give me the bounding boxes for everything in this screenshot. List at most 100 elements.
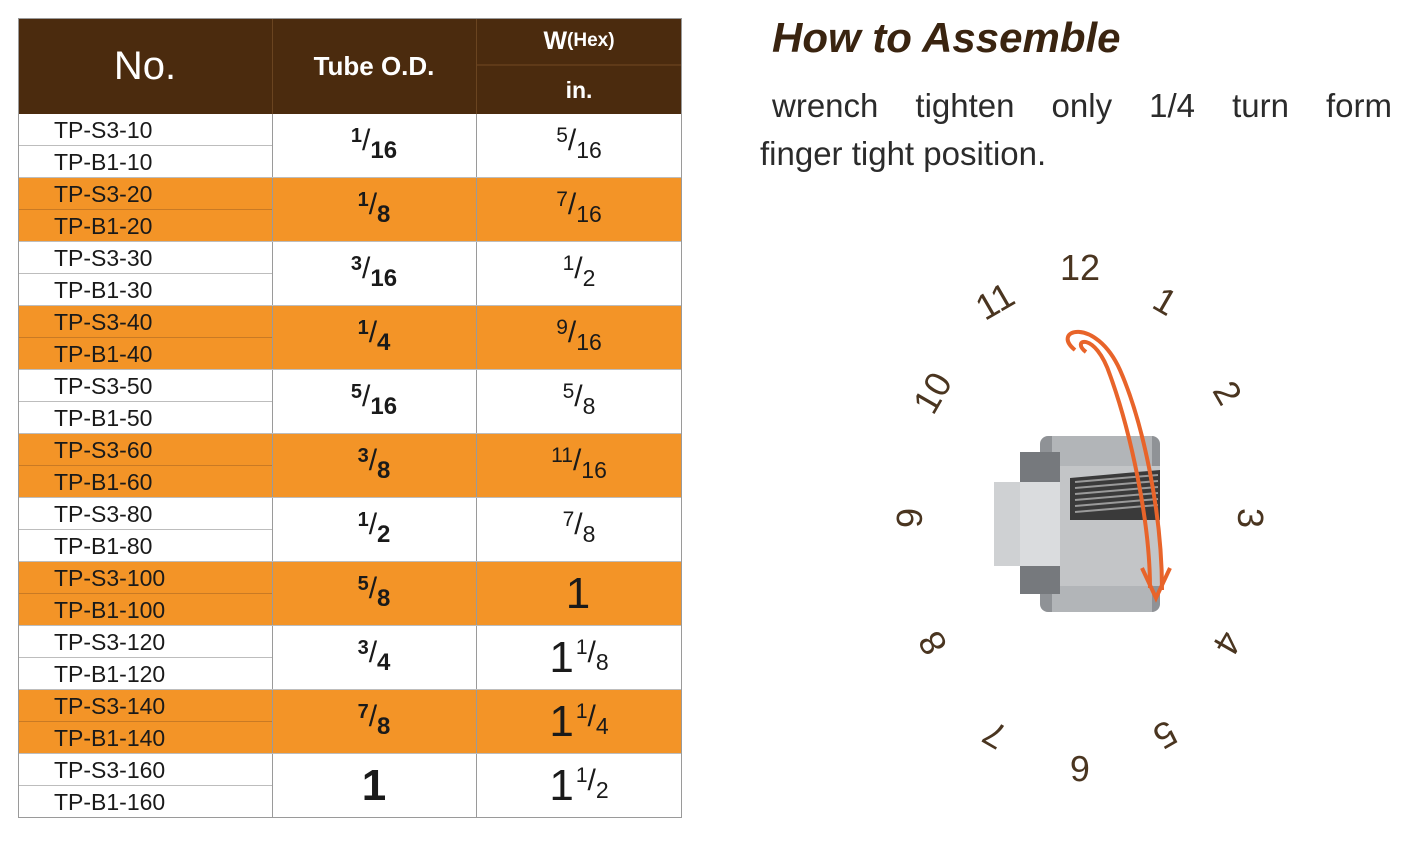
hex-width-value: 5/8 <box>562 380 596 422</box>
row-divider <box>18 593 272 594</box>
column-divider <box>476 114 477 178</box>
tube-od-cell: 1/16 <box>272 114 476 178</box>
hex-width-fraction: 1/4 <box>575 700 609 742</box>
hex-width-cell: 5/8 <box>476 370 682 434</box>
od-denominator: 16 <box>370 265 398 292</box>
hex-width-value: 7/8 <box>563 509 596 550</box>
row-divider <box>18 721 272 722</box>
tube-od-fraction: 3/4 <box>358 638 391 678</box>
clock-number-8: 8 <box>910 624 956 662</box>
fraction-slash: / <box>362 380 371 413</box>
hex-width-fraction: 1/8 <box>576 637 609 678</box>
tube-od-cell: 1 <box>272 754 476 818</box>
row-bottom-divider <box>18 241 682 242</box>
od-numerator: 3 <box>357 637 369 659</box>
part-number-b1: TP-B1-10 <box>54 149 153 175</box>
hex-width-fraction: 1/2 <box>563 252 596 294</box>
tube-od-fraction: 7/8 <box>358 702 391 742</box>
row-divider <box>18 529 272 530</box>
hex-width-value: 5/16 <box>556 124 602 166</box>
column-divider <box>272 114 273 178</box>
hex-width-whole: 1 <box>549 633 574 682</box>
header-tube-od: Tube O.D. <box>272 18 476 114</box>
row-divider <box>18 209 272 210</box>
row-bottom-divider <box>18 497 682 498</box>
w-denominator: 2 <box>582 265 596 291</box>
od-denominator: 16 <box>370 137 398 164</box>
instruction-line-1: wrench tighten only 1/4 turn form <box>772 87 1392 124</box>
part-number-s3: TP-S3-120 <box>54 629 166 655</box>
od-numerator: 7 <box>357 701 369 723</box>
fraction-slash: / <box>587 764 596 797</box>
od-denominator: 8 <box>377 201 391 228</box>
column-divider <box>272 178 273 242</box>
fraction-slash: / <box>368 316 378 349</box>
w-numerator: 9 <box>556 316 568 339</box>
part-number-b1: TP-B1-40 <box>54 341 153 367</box>
header-w-label: W <box>543 26 568 55</box>
clock-number-10: 10 <box>905 365 961 420</box>
od-denominator: 4 <box>377 329 391 356</box>
hex-width-fraction: 7/8 <box>563 509 596 550</box>
hex-width-fraction: 7/16 <box>556 188 602 230</box>
row-divider <box>18 465 272 466</box>
row-divider <box>18 785 272 786</box>
w-numerator: 5 <box>562 380 575 403</box>
row-bottom-divider <box>18 817 682 818</box>
fraction-slash: / <box>368 508 378 541</box>
row-bottom-divider <box>18 689 682 690</box>
od-numerator: 1 <box>350 125 363 147</box>
hex-width-cell: 11/16 <box>476 434 682 498</box>
fraction-slash: / <box>567 124 577 157</box>
clock-number-6: 6 <box>1070 748 1090 789</box>
od-denominator: 4 <box>377 649 391 676</box>
od-numerator: 1 <box>357 317 369 339</box>
fraction-slash: / <box>368 636 378 669</box>
assemble-title: How to Assemble <box>772 14 1121 61</box>
w-numerator: 1 <box>575 700 588 723</box>
tube-od-cell: 7/8 <box>272 690 476 754</box>
row-divider <box>18 337 272 338</box>
column-divider <box>272 562 273 626</box>
turn-arrow-icon <box>1065 329 1172 603</box>
column-divider <box>272 690 273 754</box>
header-hex-label: (Hex) <box>567 30 615 51</box>
column-divider <box>476 690 477 754</box>
part-number-b1: TP-B1-100 <box>54 597 166 623</box>
row-bottom-divider <box>18 305 682 306</box>
column-divider <box>272 434 273 498</box>
tube-od-cell: 3/4 <box>272 626 476 690</box>
hex-width-cell: 5/16 <box>476 114 682 178</box>
fraction-slash: / <box>574 252 583 285</box>
hex-width-value: 1/2 <box>563 252 596 294</box>
w-denominator: 16 <box>576 137 602 163</box>
row-bottom-divider <box>18 753 682 754</box>
column-divider <box>272 370 273 434</box>
od-numerator: 5 <box>357 573 369 595</box>
row-bottom-divider <box>18 369 682 370</box>
clock-number-3: 3 <box>1230 508 1271 528</box>
part-number-b1: TP-B1-30 <box>54 277 153 303</box>
tube-od-cell: 3/8 <box>272 434 476 498</box>
tube-od-cell: 5/16 <box>272 370 476 434</box>
w-numerator: 7 <box>556 188 568 211</box>
row-divider <box>18 401 272 402</box>
part-number-s3: TP-S3-140 <box>54 693 166 719</box>
hex-width-whole: 1 <box>549 697 574 746</box>
hex-width-cell: 9/16 <box>476 306 682 370</box>
clock-number-4: 4 <box>1205 624 1251 662</box>
fraction-slash: / <box>572 444 582 477</box>
column-divider <box>476 754 477 818</box>
w-denominator: 8 <box>595 649 609 675</box>
